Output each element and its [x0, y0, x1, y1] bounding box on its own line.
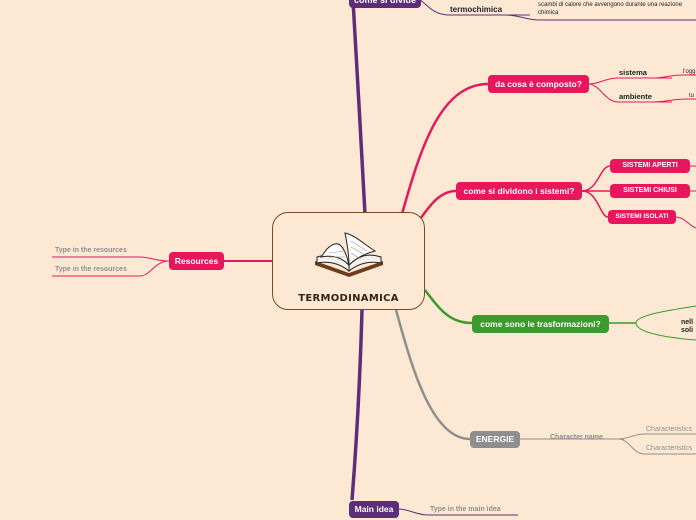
- node-come-si-dividono-i-sistemi[interactable]: come si dividono i sistemi?: [456, 182, 582, 200]
- node-da-cosa-e-composto[interactable]: da cosa è composto?: [488, 75, 589, 93]
- termochimica-description-line2: chimica: [538, 10, 559, 16]
- node-type-in-resources-1[interactable]: Type in the resources: [55, 247, 127, 254]
- node-termochimica[interactable]: termochimica: [450, 5, 503, 14]
- termochimica-description-line1: scambi di calore che avvengono durante u…: [538, 2, 683, 8]
- ambiente-description: tu: [689, 93, 695, 99]
- node-ambiente[interactable]: ambiente: [619, 92, 652, 101]
- link-central-trasformazioni: [424, 289, 473, 325]
- link-central-top: [351, 0, 367, 215]
- link-resources-child1: [52, 256, 170, 262]
- link-central-main-idea: [350, 309, 364, 501]
- link-dividono-aperti: [581, 165, 611, 192]
- open-book-icon: [315, 232, 383, 277]
- green-bubble-shape: [635, 305, 696, 341]
- link-central-dividono: [416, 189, 457, 223]
- link-central-energie: [394, 309, 471, 441]
- link-central-composto: [400, 82, 489, 215]
- node-sistemi-aperti[interactable]: SISTEMI APERTI: [610, 159, 690, 173]
- node-sistema[interactable]: sistema: [619, 68, 647, 77]
- link-composto-sistema: [587, 77, 672, 85]
- node-characteristics-2[interactable]: Characteristics: [646, 445, 693, 452]
- link-main-idea-child: [397, 508, 518, 516]
- node-come-sono-le-trasformazioni[interactable]: come sono le trasformazioni?: [472, 315, 609, 333]
- central-title: TERMODINAMICA: [298, 293, 399, 304]
- link-character-char2: [617, 438, 696, 455]
- link-composto-ambiente: [587, 83, 672, 103]
- link-resources-child2: [52, 260, 170, 277]
- trasformazioni-child-line2[interactable]: soli: [681, 327, 694, 334]
- link-isolati-out: [674, 216, 696, 229]
- link-ambiente-desc: [651, 98, 696, 103]
- node-characteristics-1[interactable]: Characteristics: [646, 426, 693, 433]
- trasformazioni-child-line1[interactable]: nell: [681, 319, 694, 326]
- node-main-idea[interactable]: Main idea: [349, 501, 399, 518]
- sistema-description: l'ogg: [683, 69, 696, 75]
- node-type-in-resources-2[interactable]: Type in the resources: [55, 266, 127, 273]
- link-dividono-isolati: [581, 190, 609, 218]
- node-type-in-main-idea[interactable]: Type in the main idea: [430, 506, 501, 513]
- node-resources[interactable]: Resources: [169, 252, 224, 270]
- node-energie[interactable]: ENERGIE: [470, 431, 520, 448]
- link-sistema-desc: [651, 74, 696, 79]
- central-topic[interactable]: TERMODINAMICA: [272, 212, 425, 310]
- node-sistemi-isolati[interactable]: SISTEMI ISOLATI: [608, 210, 676, 224]
- link-character-char1: [617, 433, 696, 440]
- node-sistemi-chiusi[interactable]: SISTEMI CHIUSI: [610, 184, 690, 198]
- link-termochimica-desc: [504, 14, 696, 21]
- node-come-si-divide[interactable]: come si divide: [349, 0, 421, 8]
- link-top-termochimica: [419, 0, 530, 16]
- node-character-name[interactable]: Character name: [550, 434, 603, 441]
